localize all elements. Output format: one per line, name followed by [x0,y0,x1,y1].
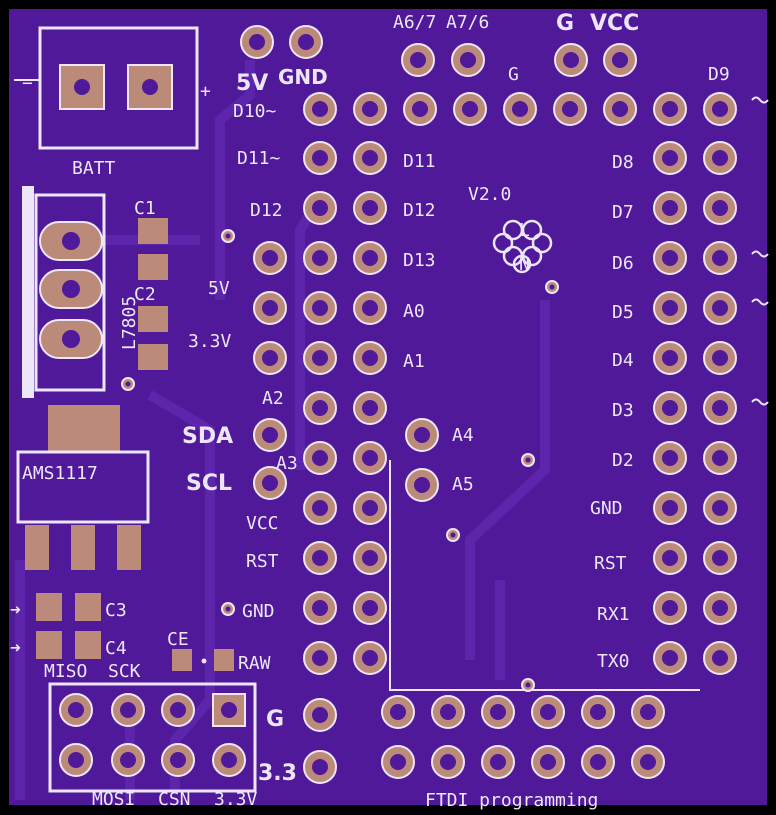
left-vcc-label: VCC [246,513,279,534]
top-vcc-label: VCC [590,11,639,36]
l7805-label: L7805 [119,296,140,350]
left-a2-label: A2 [262,388,284,409]
a6-label: A6/7 [393,12,436,33]
csn-label: CSN [158,789,191,810]
right-gnd-label: GND [590,498,623,519]
svg-text:➜: ➜ [10,600,21,621]
pwm-tilde-marks [751,96,769,406]
l7805-tab [22,186,34,398]
left-5v-label: 5V [208,278,230,299]
top-5v-label: 5V [236,71,268,96]
a7-label: A7/6 [446,12,489,33]
logo-l: L [519,220,530,241]
center-a4-label: A4 [452,425,474,446]
via-holes [125,233,555,688]
left-gnd-label: GND [242,601,275,622]
batt-label: BATT [72,158,116,179]
left-rst-label: RST [246,551,279,572]
left-raw-label: RAW [238,653,271,674]
right-rx1-label: RX1 [597,604,630,625]
right-rst-label: RST [594,553,627,574]
c3-label: C3 [105,600,127,621]
right-d3-label: D3 [612,400,634,421]
left-d12-label: D12 [250,200,283,221]
pro-mini-outline [389,460,700,691]
version-label: V2.0 [468,184,511,205]
top-gnd-label: GND [278,65,328,89]
d9-label: D9 [708,64,730,85]
svg-text:➜: ➜ [10,638,21,659]
top-g-label: G [556,11,574,36]
left-3v3-label: 3.3V [188,331,232,352]
right-d2-label: D2 [612,450,634,471]
left-d11-label: D11~ [237,148,281,169]
right-d6-label: D6 [612,253,634,274]
bottom-3v3-label: 3.3 [258,761,297,786]
l7805-outline [34,193,106,392]
bottom-g-label: G [266,707,284,732]
sda-label: SDA [182,424,233,449]
scl-label: SCL [186,471,232,496]
ce-label: CE [167,629,189,650]
center-a0-label: A0 [403,301,425,322]
right-d4-label: D4 [612,350,634,371]
left-a3-label: A3 [276,453,298,474]
board-substrate [9,9,767,805]
right-d7-label: D7 [612,202,634,223]
c1-label: C1 [134,198,156,219]
ams1117-label: AMS1117 [22,463,98,484]
logo-icon [492,219,553,274]
center-d12-label: D12 [403,200,436,221]
center-d11-label: D11 [403,151,436,172]
ftdi-label: FTDI programming [425,790,598,811]
miso-label: MISO [44,661,87,682]
batt-connector-outline [38,26,199,150]
left-d10-label: D10~ [233,101,277,122]
center-d13-label: D13 [403,250,436,271]
center-a5-label: A5 [452,474,474,495]
c2-label: C2 [134,284,156,305]
sck-label: SCK [108,661,141,682]
ams1117-outline [16,450,150,524]
right-tx0-label: TX0 [597,651,630,672]
radio-header-outline [48,682,257,793]
right-d5-label: D5 [612,302,634,323]
batt-minus-label: − [22,73,33,94]
center-a1-label: A1 [403,351,425,372]
mosi-label: MOSI [92,789,135,810]
logo-n: N [519,254,530,275]
right-d8-label: D8 [612,152,634,173]
header-pads [59,25,737,784]
g-row-label: G [508,64,519,85]
c4-label: C4 [105,638,127,659]
radio-3v3-label: 3.3V [214,789,258,810]
batt-plus-label: + [200,81,211,102]
ams1117-tab [48,405,120,451]
